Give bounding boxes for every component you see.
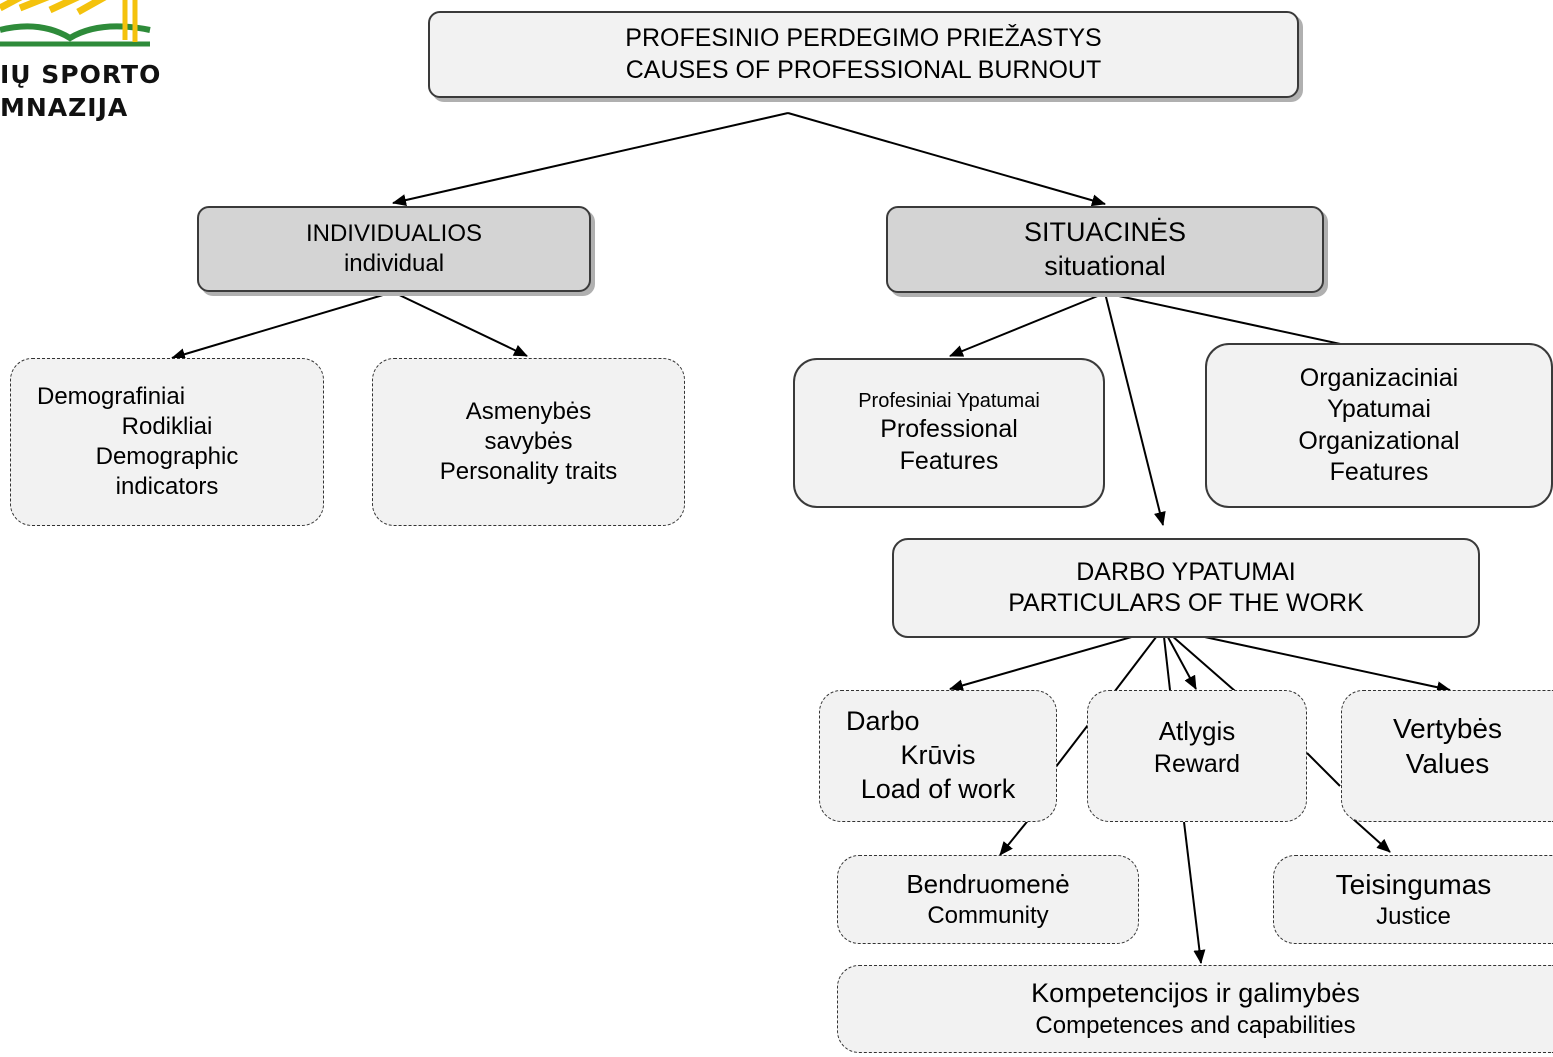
logo-text-line2: MNAZIJA — [0, 93, 129, 122]
situational-node: SITUACINĖS situational — [886, 206, 1324, 293]
individual-label-lt: INDIVIDUALIOS — [305, 220, 483, 247]
organizational-label-4: Features — [1329, 457, 1429, 486]
logo-emblem — [0, 0, 151, 47]
root-title-en: CAUSES OF PROFESSIONAL BURNOUT — [625, 55, 1102, 84]
work-node: DARBO YPATUMAI PARTICULARS OF THE WORK — [892, 538, 1480, 638]
demographic-label-3: Demographic — [95, 443, 239, 470]
personality-label-1: Asmenybės — [465, 398, 592, 425]
edge-situational-work — [1104, 292, 1166, 526]
values-node: Vertybės Values — [1341, 690, 1553, 822]
demographic-node: Demografiniai Rodikliai Demographic indi… — [10, 358, 324, 526]
organizational-label-2: Ypatumai — [1327, 395, 1431, 424]
competences-label-en: Competences and capabilities — [1035, 1011, 1356, 1039]
individual-node: INDIVIDUALIOS individual — [197, 206, 591, 292]
organizational-label-3: Organizational — [1298, 426, 1460, 455]
organizational-node: Organizaciniai Ypatumai Organizational F… — [1205, 343, 1553, 508]
professional-label-3: Features — [899, 446, 999, 475]
logo-text-line1: IŲ SPORTO — [0, 60, 162, 89]
demographic-label-1: Demografiniai — [37, 383, 186, 410]
workload-label-2: Krūvis — [900, 740, 976, 771]
work-label-lt: DARBO YPATUMAI — [1076, 557, 1296, 586]
edge-work-justice-b — [1306, 752, 1341, 787]
professional-label-1: Profesiniai Ypatumai — [858, 390, 1040, 413]
community-label-lt: Bendruomenė — [906, 869, 1070, 900]
edge-individual-personality — [392, 291, 528, 357]
demographic-label-2: Rodikliai — [121, 413, 213, 440]
personality-label-3: Personality traits — [439, 458, 618, 485]
edge-workload-community — [999, 817, 1031, 856]
edge-situational-professional — [949, 292, 1106, 357]
values-label-en: Values — [1405, 748, 1490, 779]
reward-label-lt: Atlygis — [1158, 716, 1236, 746]
justice-label-en: Justice — [1376, 903, 1451, 930]
reward-node: Atlygis Reward — [1087, 690, 1307, 822]
personality-node: Asmenybės savybės Personality traits — [372, 358, 685, 526]
professional-label-2: Professional — [880, 415, 1018, 444]
reward-label-en: Reward — [1153, 750, 1241, 779]
competences-node: Kompetencijos ir galimybės Competences a… — [837, 965, 1553, 1053]
edge-reward-competences — [1183, 821, 1206, 964]
root-title-lt: PROFESINIO PERDEGIMO PRIEŽASTYS — [625, 24, 1102, 53]
edge-values-justice — [1351, 817, 1391, 853]
justice-node: Teisingumas Justice — [1273, 855, 1553, 944]
edge-root-individual — [392, 112, 789, 206]
situational-label-lt: SITUACINĖS — [1023, 216, 1187, 247]
values-label-lt: Vertybės — [1393, 713, 1502, 744]
root-node: PROFESINIO PERDEGIMO PRIEŽASTYS CAUSES O… — [428, 11, 1299, 98]
workload-label-1: Darbo — [846, 706, 920, 737]
demographic-label-4: indicators — [115, 473, 219, 500]
workload-label-3: Load of work — [860, 773, 1016, 804]
edge-work-community-b — [1054, 724, 1089, 769]
professional-node: Profesiniai Ypatumai Professional Featur… — [793, 358, 1105, 508]
individual-label-en: individual — [343, 250, 445, 277]
edge-root-situational — [787, 112, 1106, 207]
organizational-label-1: Organizaciniai — [1299, 364, 1459, 392]
community-node: Bendruomenė Community — [837, 855, 1139, 944]
edge-individual-demographic — [171, 291, 394, 361]
workload-node: Darbo Krūvis Load of work — [819, 690, 1057, 822]
community-label-en: Community — [927, 901, 1049, 929]
situational-label-en: situational — [1044, 250, 1166, 281]
competences-label-lt: Kompetencijos ir galimybės — [1031, 978, 1360, 1009]
personality-label-2: savybės — [484, 428, 573, 455]
justice-label-lt: Teisingumas — [1335, 869, 1492, 900]
work-label-en: PARTICULARS OF THE WORK — [1008, 589, 1364, 617]
